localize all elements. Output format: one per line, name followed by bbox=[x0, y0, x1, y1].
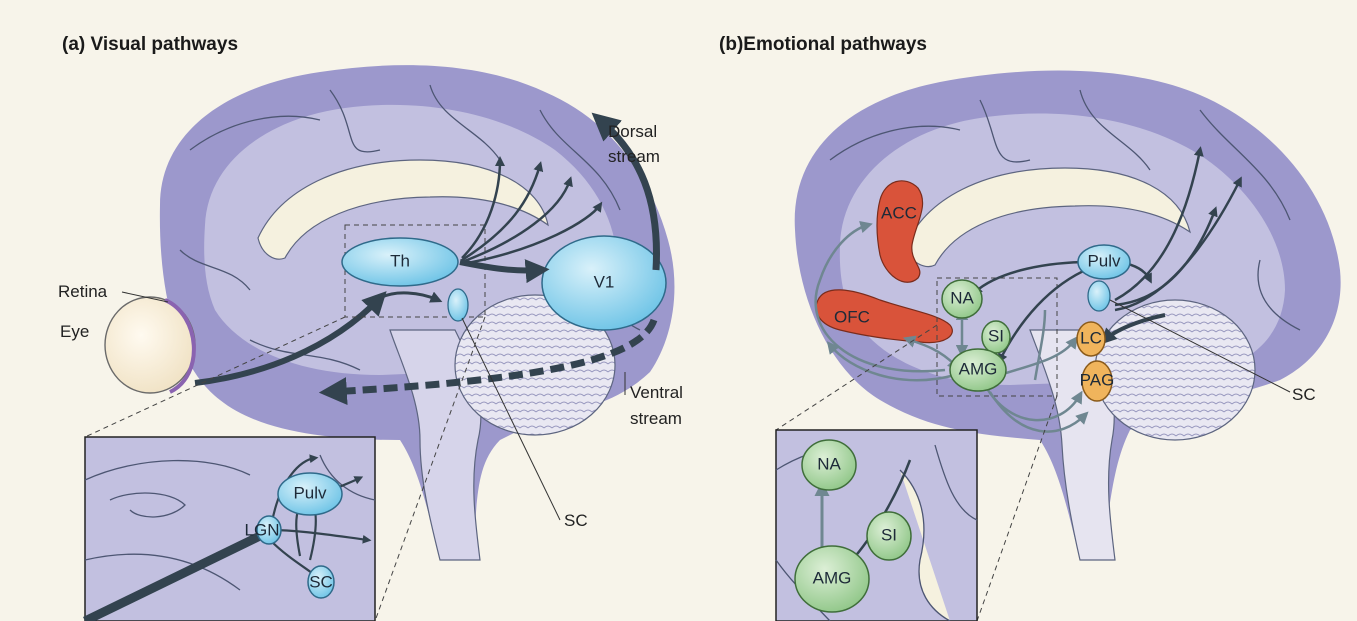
inset-b-na-label: NA bbox=[817, 454, 841, 473]
acc-label: ACC bbox=[881, 203, 917, 222]
si-node: SI bbox=[982, 321, 1010, 353]
inset-a-lgn-label: LGN bbox=[245, 520, 280, 539]
inset-b: NA SI AMG bbox=[776, 430, 977, 621]
sc-node-a bbox=[448, 289, 468, 321]
dorsal-label-1: Dorsal bbox=[608, 122, 657, 141]
ventral-label-1: Ventral bbox=[630, 383, 683, 402]
lc-label: LC bbox=[1080, 328, 1102, 347]
pag-label: PAG bbox=[1080, 370, 1115, 389]
v1-label: V1 bbox=[594, 272, 615, 291]
v1-node: V1 bbox=[542, 236, 666, 330]
pulv-node-b: Pulv bbox=[1078, 245, 1130, 279]
lc-node: LC bbox=[1077, 322, 1105, 356]
amg-node: AMG bbox=[950, 349, 1006, 391]
cerebellum-b bbox=[1095, 300, 1255, 440]
eye-label: Eye bbox=[60, 322, 89, 341]
na-label: NA bbox=[950, 288, 974, 307]
panel-b-title: (b)Emotional pathways bbox=[719, 34, 927, 55]
amg-label: AMG bbox=[959, 359, 998, 378]
inset-b-si-label: SI bbox=[881, 525, 897, 544]
th-label: Th bbox=[390, 251, 410, 270]
si-label: SI bbox=[988, 326, 1004, 345]
pulv-label-b: Pulv bbox=[1087, 251, 1121, 270]
panel-b: (b)Emotional pathways ACC OFC bbox=[719, 34, 1341, 621]
retina-label: Retina bbox=[58, 282, 108, 301]
panel-a-title: (a) Visual pathways bbox=[62, 34, 238, 55]
inset-b-amg-label: AMG bbox=[813, 568, 852, 587]
inset-a-sc-label: SC bbox=[309, 572, 333, 591]
na-node: NA bbox=[942, 280, 982, 318]
ofc-label: OFC bbox=[834, 307, 870, 326]
th-node: Th bbox=[342, 238, 458, 286]
inset-a-pulv-label: Pulv bbox=[293, 483, 327, 502]
dorsal-label-2: stream bbox=[608, 147, 660, 166]
ventral-label-2: stream bbox=[630, 409, 682, 428]
panel-a: (a) Visual pathways Retina Eye bbox=[58, 34, 683, 621]
sc-label-b: SC bbox=[1292, 385, 1316, 404]
inset-a: Pulv LGN SC bbox=[85, 437, 375, 621]
sc-label-a: SC bbox=[564, 511, 588, 530]
sc-node-b bbox=[1088, 281, 1110, 311]
